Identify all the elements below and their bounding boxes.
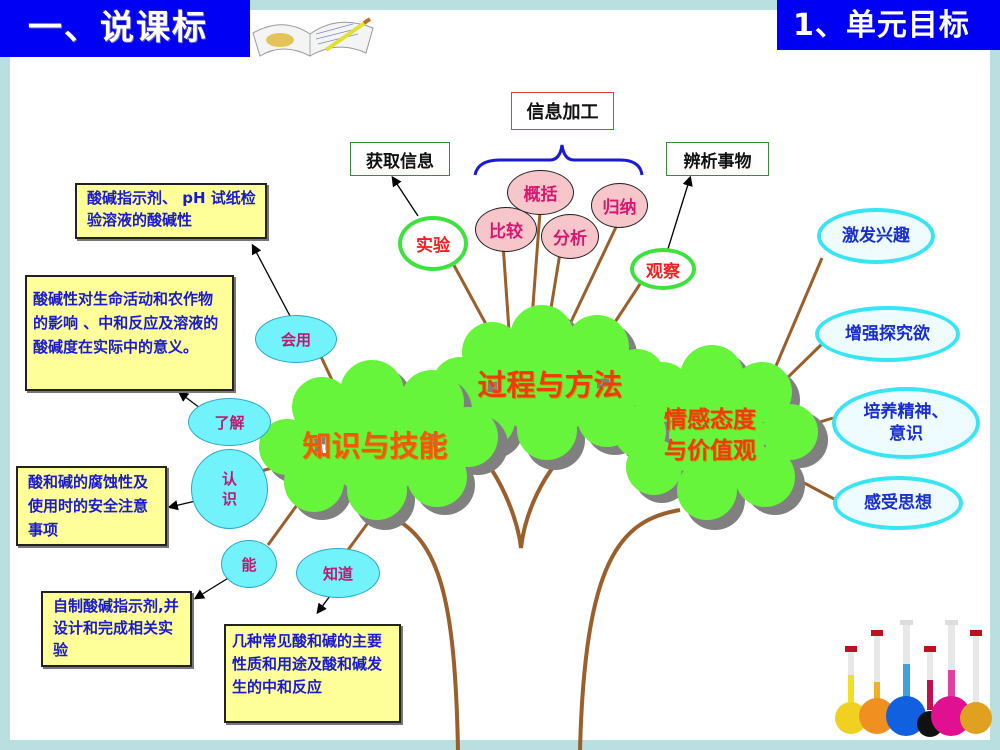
acquire-info-text: 获取信息 [366,151,434,172]
note-can-text: 自制酸碱指示剂,并设计和完成相关实验 [53,597,179,659]
chemistry-flasks-icon [835,620,992,737]
node-induce-text: 归纳 [602,198,637,218]
unit-title: 1、单元目标 [777,0,1000,50]
section-title: 一、说课标 [0,0,250,57]
info-processing-text: 信息加工 [526,102,599,123]
node-understand: 了解 [188,398,271,446]
node-observe: 观察 [630,248,696,290]
node-compare-text: 比较 [489,222,523,242]
cloud-emotion-line2: 与价值观 [664,438,756,464]
info-processing-label: 信息加工 [511,92,614,130]
node-summarize-text: 概括 [523,185,558,205]
note-recognize: 酸和碱的腐蚀性及使用时的安全注意事项 [16,466,167,546]
node-summarize: 概括 [507,170,574,215]
goal-spirit: 培养精神、意识 [832,387,980,459]
goal-spirit-text: 培养精神、意识 [863,402,949,444]
node-can: 能 [221,540,277,588]
cloud-knowledge-label: 知识与技能 [302,429,448,463]
note-know: 几种常见酸和碱的主要性质和用途及酸和碱发生的中和反应 [224,624,401,723]
node-experiment: 实验 [398,216,468,271]
node-know: 知道 [296,548,380,598]
cloud-emotion-line1: 情感态度 [664,407,756,433]
node-analyze: 分析 [541,214,599,259]
frame-strip [990,50,1000,750]
note-recognize-text: 酸和碱的腐蚀性及使用时的安全注意事项 [28,473,149,539]
node-recognize: 认识 [191,449,268,529]
node-know-text: 知道 [322,564,353,583]
open-book-icon [252,17,374,57]
node-can-text: 能 [241,555,257,574]
node-apply: 会用 [255,315,337,363]
node-compare: 比较 [475,207,537,252]
note-apply-text: 酸碱指示剂、 pH 试纸检验溶液的酸碱性 [87,189,256,229]
distinguish-label: 辨析事物 [666,142,769,176]
note-understand: 酸碱性对生命活动和农作物的影响 、中和反应及溶液的酸碱度在实际中的意义。 [25,275,234,391]
node-experiment-text: 实验 [416,236,450,256]
goal-inquiry: 增强探究欲 [815,306,960,362]
node-observe-text: 观察 [646,261,680,282]
node-understand-text: 了解 [214,413,245,432]
note-can: 自制酸碱指示剂,并设计和完成相关实验 [41,591,192,667]
goal-thought: 感受思想 [833,476,963,530]
acquire-info-label: 获取信息 [350,142,450,176]
goal-thought-text: 感受思想 [864,493,932,513]
distinguish-text: 辨析事物 [683,151,752,172]
note-understand-text: 酸碱性对生命活动和农作物的影响 、中和反应及溶液的酸碱度在实际中的意义。 [33,290,219,356]
node-recognize-text: 认识 [221,470,237,508]
node-apply-text: 会用 [280,330,311,349]
node-analyze-text: 分析 [553,229,587,249]
note-know-text: 几种常见酸和碱的主要性质和用途及酸和碱发生的中和反应 [232,632,383,696]
node-induce: 归纳 [591,183,648,228]
goal-inquiry-text: 增强探究欲 [845,324,930,344]
goal-interest: 激发兴趣 [817,208,935,264]
cloud-process-label: 过程与方法 [477,368,623,402]
cloud-emotion-label: 情感态度 与价值观 [645,405,775,467]
note-apply: 酸碱指示剂、 pH 试纸检验溶液的酸碱性 [75,183,267,239]
goal-interest-text: 激发兴趣 [842,226,910,246]
